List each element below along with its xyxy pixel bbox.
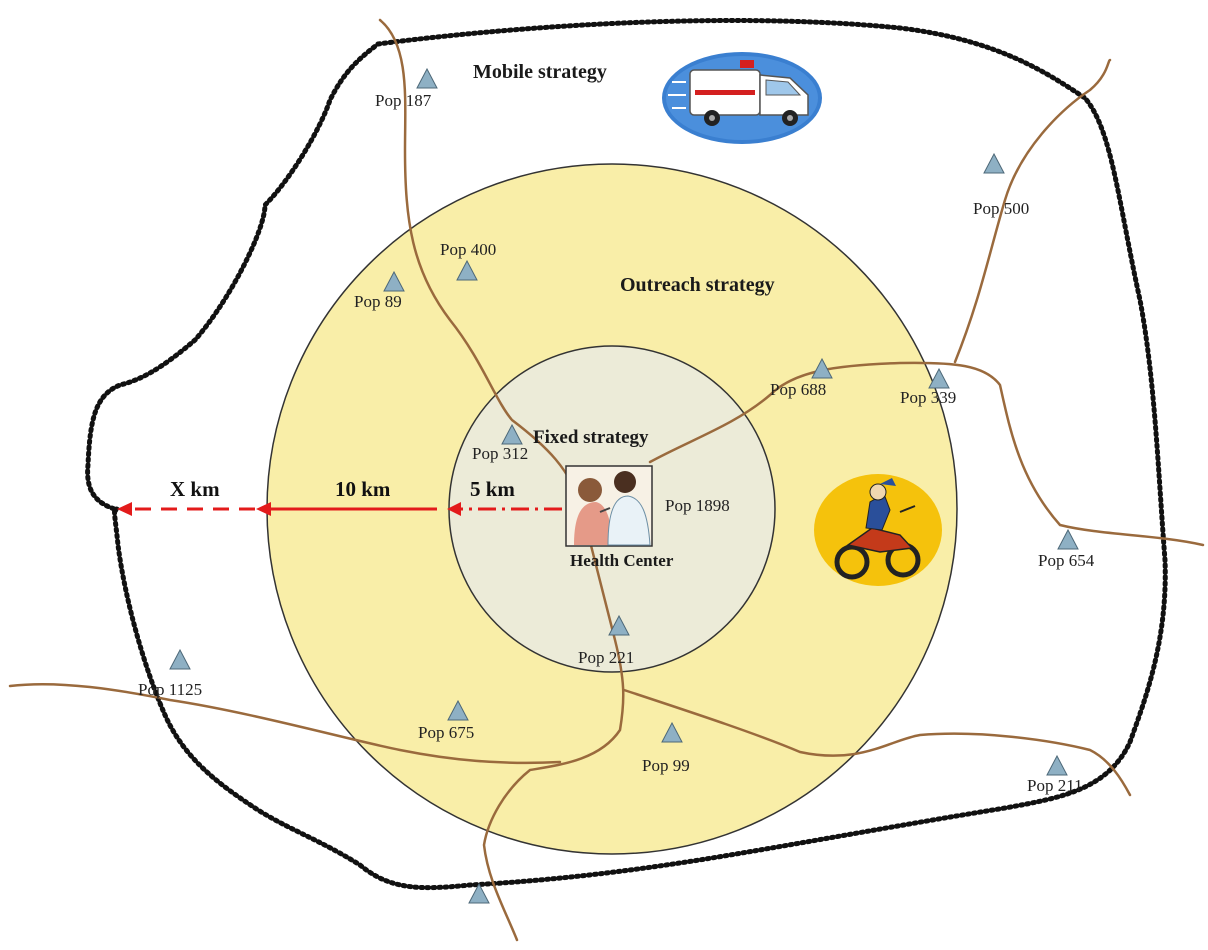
village-marker-icon <box>608 614 630 636</box>
mobile-zone-boundary <box>85 17 1168 891</box>
village-population-label: Pop 688 <box>770 380 826 399</box>
outreach-strategy-label: Outreach strategy <box>620 274 775 296</box>
village-marker-icon <box>383 270 405 292</box>
village-population-label: Pop 1125 <box>138 680 202 699</box>
arrow-10km-head <box>256 502 271 516</box>
mobile-strategy-label: Mobile strategy <box>473 61 607 83</box>
village-marker-icon <box>416 67 438 89</box>
village-marker-icon <box>928 367 950 389</box>
village-population-label: Pop 89 <box>354 292 402 311</box>
village-population-label: Pop 187 <box>375 91 432 110</box>
road-southeast <box>622 688 1132 797</box>
distance-label-x-km: X km <box>170 477 220 501</box>
road-to-northeast <box>953 58 1112 364</box>
village-marker-icon <box>456 259 478 281</box>
village-marker-icon <box>447 699 469 721</box>
road-to-east <box>648 361 1205 547</box>
fixed-strategy-label: Fixed strategy <box>533 427 649 448</box>
distance-label-10-km: 10 km <box>335 477 391 501</box>
health-center <box>565 465 653 547</box>
village-population-label: Pop 675 <box>418 723 474 742</box>
distance-label-5-km: 5 km <box>470 477 515 501</box>
distance-arrows <box>117 502 562 516</box>
village-population-label: Pop 312 <box>472 444 528 463</box>
village-population-label: Pop 339 <box>900 388 956 407</box>
village-marker-icon <box>1046 754 1068 776</box>
village-marker-icon <box>501 423 523 445</box>
village-population-label: Pop 654 <box>1038 551 1095 570</box>
village-marker-icon <box>811 357 833 379</box>
health-center-population: Pop 1898 <box>665 496 730 515</box>
village-marker-icon <box>983 152 1005 174</box>
health-center-label: Health Center <box>570 551 674 570</box>
village-population-label: Pop 99 <box>642 756 690 775</box>
motorcycle-icon <box>814 474 942 586</box>
ambulance-icon <box>662 52 822 144</box>
road-network <box>8 18 1205 942</box>
village-marker-icon <box>1057 528 1079 550</box>
village-population-label: Pop 221 <box>578 648 634 667</box>
village-marker-icon <box>661 721 683 743</box>
village-population-label: Pop 211 <box>1027 776 1083 795</box>
village-population-label: Pop 400 <box>440 240 496 259</box>
village-marker-icon <box>468 882 490 904</box>
village-marker-icon <box>169 648 191 670</box>
village-population-label: Pop 500 <box>973 199 1029 218</box>
road-west <box>8 682 562 765</box>
arrow-5km-head <box>447 502 461 516</box>
arrow-xkm-head <box>117 502 132 516</box>
